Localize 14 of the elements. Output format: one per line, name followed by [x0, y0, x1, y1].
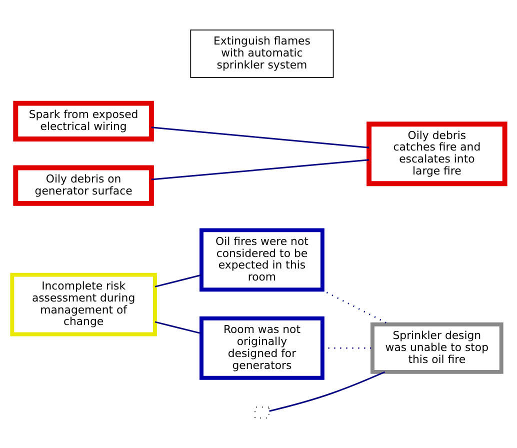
node-box: Extinguish flames with automatic sprinkler system — [190, 29, 334, 78]
node-box: Sprinkler design was unable to stop this oil fire — [370, 322, 504, 374]
connector — [154, 274, 202, 288]
connector — [154, 321, 202, 334]
node-box: Spark from exposed electrical wiring — [13, 100, 154, 142]
node-box: Room was not originally designed for generators — [200, 316, 324, 380]
node-box: Oil fires were not considered to be expected in this room — [200, 228, 324, 292]
connector — [151, 159, 370, 180]
node-box: Oily debris catches fire and escalates into large fire — [366, 122, 508, 186]
connector — [269, 371, 386, 412]
node-box — [254, 406, 270, 419]
connector — [151, 126, 370, 148]
node-box: Oily debris on generator surface — [13, 165, 154, 206]
node-box: Incomplete risk assessment during management of change — [10, 272, 157, 336]
